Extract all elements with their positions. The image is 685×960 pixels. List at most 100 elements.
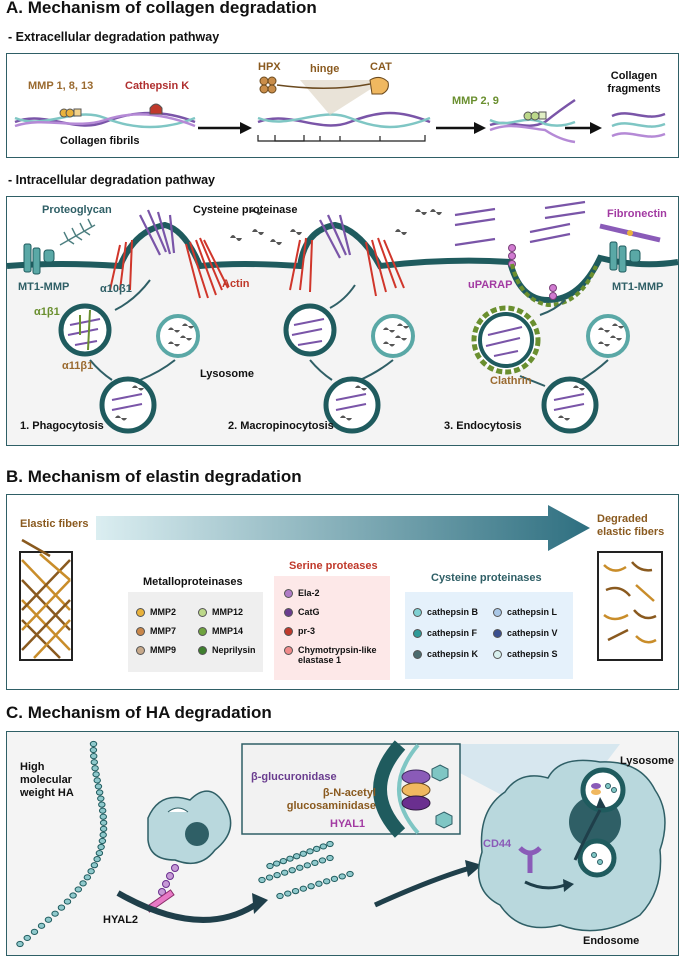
ha-bead [318, 857, 327, 864]
cysteine-proteinases-title: Cysteine proteinases [431, 572, 542, 584]
proteoglycan-icon [59, 218, 96, 246]
ha-bead [258, 876, 266, 884]
clathrin-coat [510, 263, 598, 308]
ha-bead [44, 916, 53, 923]
intracellular-graphic [6, 197, 679, 434]
legend-cathepsin-b: cathepsin B [413, 607, 478, 617]
uparap-label: uPARAP [468, 279, 513, 291]
ha-bead [330, 875, 339, 882]
neprilysin-dot-icon [198, 645, 207, 655]
phagosome [58, 303, 112, 357]
ha-bead [89, 746, 98, 754]
hpx-label: HPX [258, 61, 281, 73]
extracellular-subtitle: - Extracellular degradation pathway [8, 30, 220, 44]
cleavage-arrow [116, 890, 257, 923]
ha-bead [276, 892, 284, 900]
macropinosome [283, 303, 337, 357]
arrow-icon [198, 122, 252, 134]
legend-mmp2: MMP2 [136, 607, 176, 617]
ha-bead [291, 888, 300, 895]
endosome-label: Endosome [583, 935, 640, 947]
a11b1-label: α11β1 [62, 360, 94, 372]
arrow-icon [565, 122, 602, 134]
mt1-mmp-receptor-icon [23, 243, 55, 275]
ha-bead [311, 859, 319, 866]
zoom-lysosome-wall [373, 740, 420, 838]
ha-bead [51, 910, 59, 917]
legend-cathepsin-f: cathepsin F [413, 628, 477, 638]
ha-bead [288, 867, 296, 874]
beta-n-acetyl-label: β-N-acetyl glucosaminidase [286, 787, 376, 812]
mmp9-dot-icon [136, 645, 145, 655]
legend-cathepsin-l: cathepsin L [493, 607, 557, 617]
ha-bead [92, 771, 100, 778]
ha-bead [93, 777, 101, 784]
cat-label: CAT [370, 61, 392, 73]
ha-bead [326, 840, 334, 848]
lysosome-label: Lysosome [200, 368, 255, 380]
legend-mmp14: MMP14 [198, 626, 243, 636]
arrow-icon [436, 122, 486, 134]
cysteine-proteinase-icon [230, 209, 442, 245]
ha-cell-icon [147, 790, 232, 865]
ha-bead [99, 813, 107, 820]
section-a-title: A. Mechanism of collagen degradation [6, 0, 317, 17]
ha-bead [99, 825, 108, 832]
lysosome-vesicle-2 [371, 314, 415, 358]
elastic-fibers-label: Elastic fibers [20, 518, 89, 530]
degraded-fibers-label: Degraded elastic fibers [597, 513, 665, 538]
fibronectin-icon [599, 223, 661, 243]
ha-bead [319, 843, 328, 850]
ha-bead [284, 890, 292, 897]
hpx-domain-icon [259, 76, 277, 94]
cd44-label: CD44 [483, 838, 512, 850]
legend-ela2: Ela-2 [284, 588, 320, 598]
ha-bead [292, 853, 301, 860]
uparap-icon [508, 244, 557, 300]
cathepsin-k-dot-icon [413, 649, 422, 659]
ha-chain: /* placeholder */ [16, 740, 354, 948]
ha-bead [315, 880, 323, 887]
collagen-fibrils [14, 111, 196, 129]
ha-bead [63, 898, 72, 905]
mt1-mmp-right-label: MT1-MMP [612, 281, 664, 293]
ha-bead [307, 883, 315, 890]
serine-proteases-title: Serine proteases [289, 560, 378, 572]
cysteine-proteinases-box: cathepsin B cathepsin L cathepsin F cath… [405, 592, 573, 679]
phagolysosome-1 [99, 376, 157, 434]
ha-bead [37, 922, 46, 929]
legend-chymotrypsin: Chymotrypsin-like elastase 1 [284, 645, 378, 665]
ha-bead [91, 765, 99, 772]
mt1-mmp-right-receptor-icon [609, 241, 641, 273]
actin-label: Actin [222, 278, 250, 290]
lysosome-vesicle-3 [586, 314, 630, 358]
elastic-fibers-box [19, 538, 73, 661]
collagen-fragments-label: Collagen fragments [607, 70, 661, 95]
legend-mmp12: MMP12 [198, 607, 243, 617]
ha-bead [97, 795, 105, 802]
mmp2-dot-icon [136, 607, 145, 617]
actin-icon [109, 237, 405, 299]
legend-neprilysin: Neprilysin [198, 645, 256, 655]
ha-bead [306, 848, 314, 855]
ha-fragment-icons [431, 764, 453, 829]
ha-bead [338, 873, 346, 880]
ha-bead [90, 753, 98, 760]
ha-bead [303, 862, 312, 869]
cathepsin-k-icon [149, 103, 163, 115]
cell-membrane [6, 221, 679, 304]
ha-bead [273, 872, 281, 879]
mt1-mmp-left-label: MT1-MMP [18, 281, 70, 293]
ha-bead [280, 869, 289, 876]
mmp-2-9-label: MMP 2, 9 [452, 95, 499, 107]
cd44-receptor-icon [518, 846, 542, 873]
ha-bead [87, 868, 95, 875]
high-mw-ha-label: High molecular weight HA [20, 761, 74, 800]
hyal1-label: HYAL1 [330, 818, 366, 830]
section-c-title: C. Mechanism of HA degradation [6, 703, 272, 722]
target-cell-icon [477, 759, 666, 932]
lysosome-c-label: Lysosome [620, 755, 675, 767]
cathepsin-l-dot-icon [493, 607, 502, 617]
uptake-arrow [373, 865, 471, 908]
